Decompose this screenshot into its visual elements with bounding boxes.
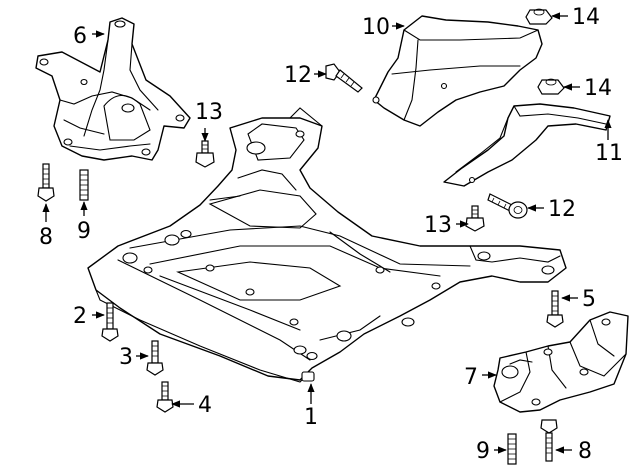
callout-labels: 1 2 3 4 5 6 7 8 8 9 9 10 11 12 12 13 13 … <box>39 5 623 464</box>
callout-9-left: 9 <box>77 219 91 244</box>
callout-10: 10 <box>362 15 390 40</box>
callout-11: 11 <box>595 141 623 166</box>
callout-12-top: 12 <box>284 63 312 88</box>
callout-13-right: 13 <box>424 213 452 238</box>
leader-lines <box>42 12 612 454</box>
bolt-8-left-part <box>37 163 55 202</box>
callout-4: 4 <box>198 393 212 418</box>
callout-14-middle: 14 <box>584 76 612 101</box>
callout-13-left: 13 <box>195 100 223 125</box>
bolt-12-right-part <box>487 193 528 219</box>
callout-2: 2 <box>73 304 87 329</box>
callout-8-right: 8 <box>578 439 592 464</box>
stud-9-right-part <box>507 433 517 465</box>
lower-shield-part <box>443 103 611 187</box>
bolt-4-part <box>156 381 174 413</box>
bolt-3-part <box>146 340 164 376</box>
callout-5: 5 <box>582 287 596 312</box>
bolt-5-part <box>546 290 564 328</box>
bolt-8-right-part <box>540 419 558 462</box>
nut-14-top-part <box>525 8 553 25</box>
callout-9-right: 9 <box>476 439 490 464</box>
callout-6: 6 <box>73 24 87 49</box>
bolt-13-right-part <box>465 205 485 232</box>
mount-bracket-left-part <box>35 17 191 161</box>
bolt-13-left-part <box>195 140 215 168</box>
callout-14-top: 14 <box>572 5 600 30</box>
callout-1: 1 <box>304 405 318 430</box>
mount-bracket-right-part <box>493 311 629 413</box>
callout-7: 7 <box>464 365 478 390</box>
callout-12-right: 12 <box>548 197 576 222</box>
stud-9-left-part <box>79 169 89 201</box>
upper-shield-part <box>372 15 543 127</box>
subframe-part <box>87 107 567 383</box>
bolt-2-part <box>101 302 119 342</box>
callout-3: 3 <box>119 345 133 370</box>
nut-14-middle-part <box>537 78 565 95</box>
callout-8-left: 8 <box>39 225 53 250</box>
bolt-12-top-part <box>325 63 363 93</box>
